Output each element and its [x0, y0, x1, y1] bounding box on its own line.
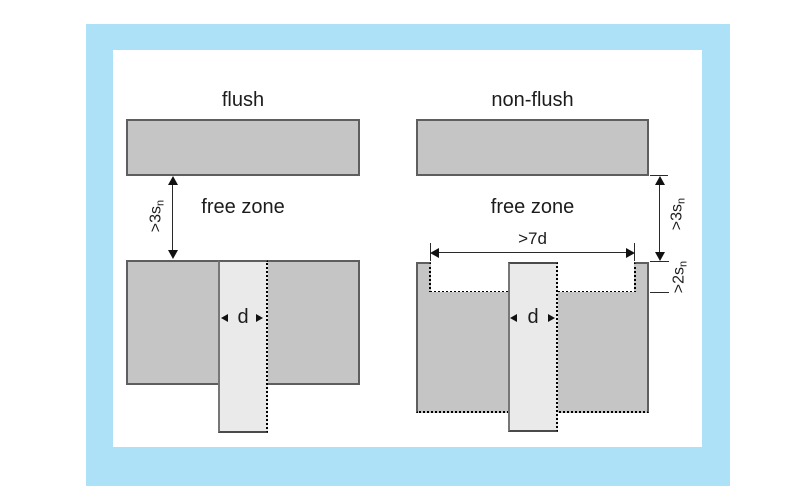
non-flush-free-zone-label: free zone: [490, 196, 575, 218]
non-flush-diameter-label: d: [527, 306, 539, 328]
recess-floor-leader-line: [650, 292, 669, 293]
arrowhead-down-icon: [168, 250, 178, 259]
rim-top-leader-line: [650, 261, 669, 262]
dimension-subscript: n: [675, 197, 688, 204]
arrowhead-left-icon: [430, 248, 439, 258]
flush-diameter-label: d: [237, 306, 249, 328]
arrowhead-up-icon: [655, 176, 665, 185]
recess-depth-dimension-label: >2sn: [670, 260, 690, 294]
arrowhead-up-icon: [168, 176, 178, 185]
dimension-value: >3s: [668, 203, 686, 231]
recess-wall-left: [416, 262, 431, 293]
non-flush-title: non-flush: [491, 89, 574, 111]
arrowhead-left-icon: [221, 314, 228, 322]
flush-title: flush: [221, 89, 265, 111]
arrowhead-right-icon: [626, 248, 635, 258]
flush-sensor: [218, 260, 268, 433]
recess-width-dimension-label: >7d: [518, 229, 547, 248]
arrowhead-left-icon: [510, 314, 517, 322]
flush-free-zone-label: free zone: [201, 196, 285, 218]
recess-wall-right: [634, 262, 649, 293]
arrowhead-right-icon: [548, 314, 555, 322]
recess-width-dimension-line: [434, 252, 630, 253]
arrowhead-right-icon: [256, 314, 263, 322]
non-flush-target-plate: [416, 119, 649, 176]
dimension-subscript: n: [677, 260, 690, 267]
arrowhead-down-icon: [655, 252, 665, 261]
target-bottom-leader-line: [650, 175, 668, 176]
flush-clearance-dimension-line: [172, 179, 173, 257]
non-flush-clearance-dimension-line: [659, 179, 660, 257]
flush-target-plate: [126, 119, 360, 176]
dimension-value: >2s: [670, 266, 688, 294]
non-flush-sensor: [508, 262, 558, 432]
non-flush-clearance-dimension-label: >3sn: [668, 197, 688, 231]
